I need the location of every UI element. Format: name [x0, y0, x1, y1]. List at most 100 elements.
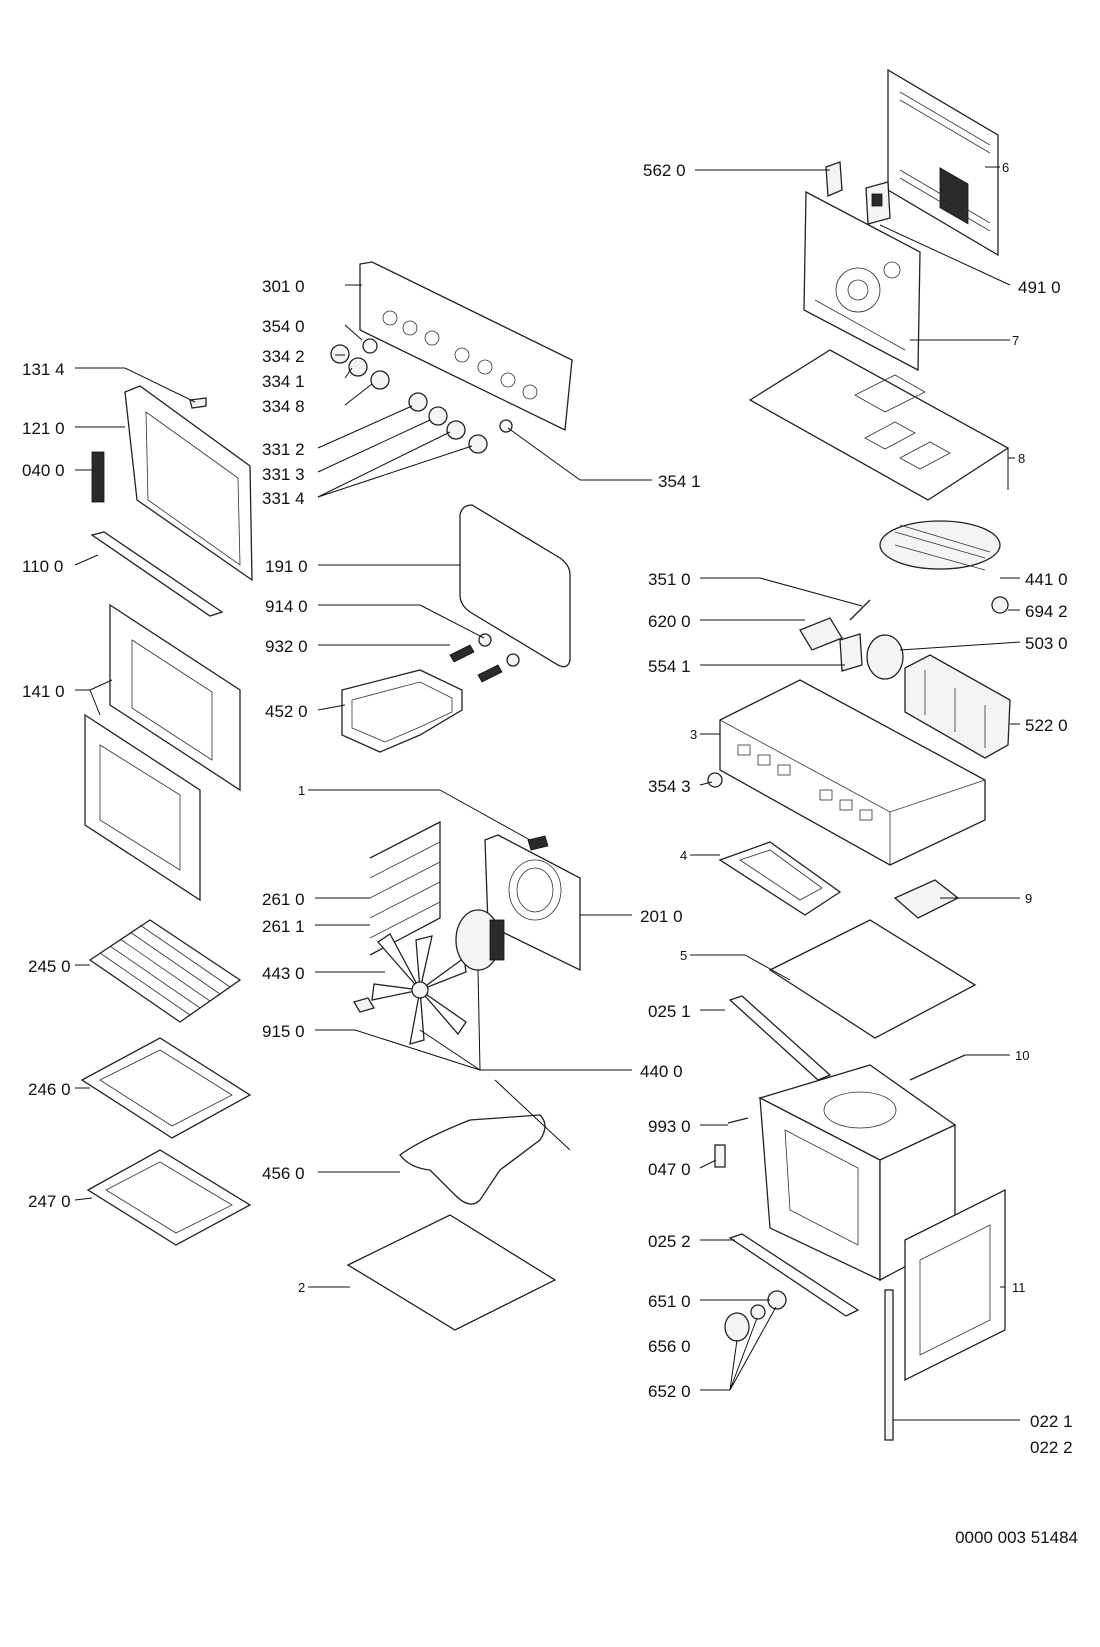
- part-knobs: [330, 338, 513, 454]
- part-443-fan-blade: [371, 933, 467, 1045]
- label-351-0: 351 0: [648, 570, 691, 589]
- label-331-4: 331 4: [262, 489, 305, 508]
- part-9-bracket: [893, 879, 960, 919]
- part-4-channel: [718, 841, 842, 916]
- part-6-rear-panel: [887, 68, 999, 257]
- label-022-2: 022 2: [1030, 1438, 1073, 1457]
- part-694-connector: [991, 596, 1009, 614]
- label-354-3: 354 3: [648, 777, 691, 796]
- label-025-2: 025 2: [648, 1232, 691, 1251]
- label-993-0: 993 0: [648, 1117, 691, 1136]
- label-354-1: 354 1: [658, 472, 701, 491]
- part-562-bracket: [825, 161, 843, 197]
- part-246-tray: [80, 1037, 252, 1139]
- label-301-0: 301 0: [262, 277, 305, 296]
- label-562-0: 562 0: [643, 161, 686, 180]
- label-2: 2: [298, 1280, 305, 1295]
- label-025-1: 025 1: [648, 1002, 691, 1021]
- label-8: 8: [1018, 451, 1025, 466]
- label-7: 7: [1012, 333, 1019, 348]
- label-4: 4: [680, 848, 687, 863]
- label-331-3: 331 3: [262, 465, 305, 484]
- label-491-0: 491 0: [1018, 278, 1061, 297]
- label-245-0: 245 0: [28, 957, 71, 976]
- part-993-047-fixings: [714, 1117, 749, 1168]
- label-354-0: 354 0: [262, 317, 305, 336]
- part-261-rack-rails: [369, 820, 441, 956]
- label-1: 1: [298, 783, 305, 798]
- label-246-0: 246 0: [28, 1080, 71, 1099]
- label-121-0: 121 0: [22, 419, 65, 438]
- label-191-0: 191 0: [265, 557, 308, 576]
- part-11-door-inner: [904, 1188, 1006, 1382]
- label-9: 9: [1025, 891, 1032, 906]
- label-047-0: 047 0: [648, 1160, 691, 1179]
- label-440-0: 440 0: [640, 1062, 683, 1081]
- label-247-0: 247 0: [28, 1192, 71, 1211]
- label-443-0: 443 0: [262, 964, 305, 983]
- part-110-bar: [90, 531, 224, 617]
- part-022-strip: [884, 1289, 894, 1441]
- part-1-clip: [527, 835, 549, 851]
- part-440-fan-motor: [455, 909, 505, 971]
- label-201-0: 201 0: [640, 907, 683, 926]
- part-5-plate: [768, 919, 977, 1039]
- label-652-0: 652 0: [648, 1382, 691, 1401]
- label-452-0: 452 0: [265, 702, 308, 721]
- label-914-0: 914 0: [265, 597, 308, 616]
- part-351-554-503-components: [839, 599, 904, 680]
- label-334-8: 334 8: [262, 397, 305, 416]
- label-620-0: 620 0: [648, 612, 691, 631]
- label-5: 5: [680, 948, 687, 963]
- part-522-switches: [904, 654, 1011, 759]
- part-141-glass-panels: [84, 603, 241, 902]
- label-456-0: 456 0: [262, 1164, 305, 1183]
- label-110-0: 110 0: [22, 557, 63, 576]
- label-131-4: 131 4: [22, 360, 65, 379]
- part-8-top-plate: [748, 349, 1010, 501]
- part-441-blower: [879, 520, 1001, 571]
- part-201-fan-cover: [484, 834, 581, 972]
- part-915-nut: [353, 997, 375, 1013]
- part-651-656-652-controls: [724, 1290, 787, 1342]
- label-554-1: 554 1: [648, 657, 691, 676]
- part-025-1-rail: [728, 995, 832, 1081]
- label-651-0: 651 0: [648, 1292, 691, 1311]
- label-10: 10: [1015, 1048, 1029, 1063]
- label-261-1: 261 1: [262, 917, 305, 936]
- part-914-932-fixings: [449, 633, 520, 683]
- label-040-0: 040 0: [22, 461, 65, 480]
- part-452-grill-element: [341, 669, 463, 753]
- label-6: 6: [1002, 160, 1009, 175]
- part-040-hinge: [91, 451, 105, 503]
- part-labels: 562 0 6 491 0 7 8 301 0 354 0 334 2 334 …: [22, 160, 1073, 1457]
- label-334-1: 334 1: [262, 372, 305, 391]
- label-932-0: 932 0: [265, 637, 308, 656]
- part-245-wire-shelf: [88, 919, 242, 1023]
- part-121-door-frame: [124, 385, 253, 582]
- part-620-terminal-block: [799, 617, 843, 651]
- part-7-rear-wall: [803, 190, 921, 372]
- document-number: 0000 003 51484: [955, 1528, 1078, 1547]
- label-694-2: 694 2: [1025, 602, 1068, 621]
- label-022-1: 022 1: [1030, 1412, 1073, 1431]
- label-522-0: 522 0: [1025, 716, 1068, 735]
- part-491-relay-box: [865, 181, 891, 225]
- part-301-control-panel: [359, 261, 573, 431]
- label-141-0: 141 0: [22, 682, 65, 701]
- part-3-control-housing: [719, 679, 986, 866]
- part-354-3-knob: [707, 772, 723, 788]
- leader-lines: [74, 166, 1021, 1421]
- part-10-strip: [909, 1054, 966, 1081]
- label-503-0: 503 0: [1025, 634, 1068, 653]
- label-11: 11: [1012, 1280, 1026, 1295]
- label-656-0: 656 0: [648, 1337, 691, 1356]
- part-2-bottom-plate: [346, 1214, 557, 1331]
- label-441-0: 441 0: [1025, 570, 1068, 589]
- label-261-0: 261 0: [262, 890, 305, 909]
- part-247-tray: [86, 1149, 252, 1246]
- label-915-0: 915 0: [262, 1022, 305, 1041]
- part-191-gasket: [459, 504, 571, 668]
- label-331-2: 331 2: [262, 440, 305, 459]
